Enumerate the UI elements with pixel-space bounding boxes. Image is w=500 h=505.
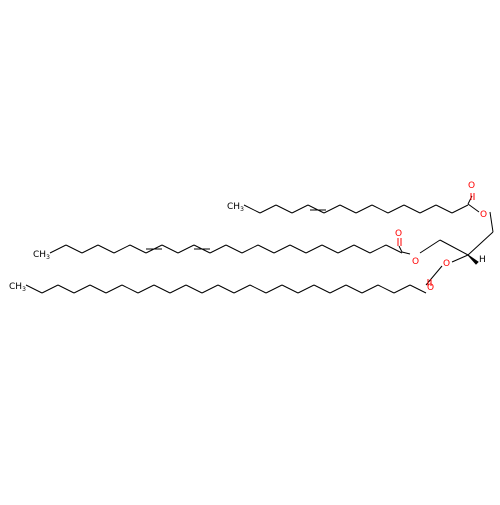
chain-top-bond [291, 204, 309, 214]
methyl-label-bottom: CH3 [9, 282, 26, 293]
chain-middle-bond [289, 244, 307, 254]
chain-middle-bond [353, 244, 371, 254]
chain-middle-bond [385, 244, 403, 254]
chain-top-bond [259, 204, 277, 214]
methyl-label-middle: CH3 [33, 250, 50, 261]
chain-bottom-bond [137, 284, 155, 294]
oxygen-ester-middle: O [412, 257, 419, 267]
oxygen-ester-bottom: O [443, 259, 450, 269]
chain-middle-bond [305, 244, 323, 254]
chain-middle-bond [273, 244, 291, 254]
chain-top-bond [371, 204, 389, 214]
oxygen-carbonyl-top: O [468, 181, 475, 191]
glycerol-bond [439, 239, 469, 256]
chain-bottom-bond [153, 284, 171, 294]
chain-middle-bond [97, 244, 115, 254]
chain-top-bond [323, 204, 341, 214]
chain-middle-bond [49, 244, 67, 254]
chain-top-bond [387, 204, 405, 214]
chain-middle-bond [129, 244, 147, 254]
ester-bond-bottom [425, 265, 443, 286]
chain-bottom-bond [297, 284, 315, 294]
chain-bottom-bond [281, 284, 299, 294]
chain-top-bond [451, 204, 469, 214]
oxygen-carbonyl-middle: O [395, 229, 402, 239]
chain-top-bond [419, 204, 437, 214]
chain-middle-bond [257, 244, 275, 254]
chain-bottom-bond [121, 284, 139, 294]
chain-bottom-bond [201, 284, 219, 294]
chain-bottom-bond [329, 284, 347, 294]
chain-middle-bond [241, 244, 259, 254]
chain-bottom-bond [233, 284, 251, 294]
chain-bottom-bond [25, 284, 43, 294]
methyl-label-top: CH3 [227, 202, 244, 213]
chain-top-bond [403, 204, 421, 214]
chain-bottom-bond [73, 284, 91, 294]
chain-middle-bond [177, 244, 195, 254]
chain-top-bond [307, 204, 325, 214]
chain-middle-bond [369, 244, 387, 254]
chain-bottom-bond [393, 284, 411, 294]
chain-bottom-bond [345, 284, 363, 294]
chain-bottom-bond [57, 284, 75, 294]
ester-bond-middle [401, 251, 411, 255]
chain-bottom-bond [185, 284, 203, 294]
chain-top-bond [435, 204, 453, 214]
chain-middle-bond [161, 244, 179, 254]
chain-bottom-bond [169, 284, 187, 294]
chain-bottom-bond [361, 284, 379, 294]
oxygen-carbonyl-bottom: O [427, 283, 434, 293]
chain-bottom-bond [409, 284, 427, 294]
chain-bottom-bond [105, 284, 123, 294]
chain-top-bond [275, 204, 293, 214]
chain-bottom-bond [217, 284, 235, 294]
chain-bottom-bond [41, 284, 59, 294]
chain-middle-bond [81, 244, 99, 254]
stereo-wedge-bond [467, 254, 479, 265]
chain-bottom-bond [377, 284, 395, 294]
chain-top-bond [355, 204, 373, 214]
chain-middle-bond [225, 244, 243, 254]
glycerol-bond [489, 211, 494, 233]
ester-bond-top [467, 203, 480, 213]
oxygen-ester-top: O [480, 210, 487, 220]
chain-bottom-bond [249, 284, 267, 294]
ester-bond-bottom [451, 254, 469, 263]
chain-bottom-bond [89, 284, 107, 294]
chain-middle-bond [321, 244, 339, 254]
chain-middle-bond [65, 244, 83, 254]
glycerol-bond [467, 231, 494, 256]
chain-bottom-bond [313, 284, 331, 294]
hydrogen-stereocenter: H [479, 255, 486, 265]
carbonyl-c-middle [398, 245, 403, 253]
chain-middle-bond [337, 244, 355, 254]
chain-top-bond [339, 204, 357, 214]
chain-top-bond [243, 204, 261, 214]
chain-bottom-bond [265, 284, 283, 294]
ester-bond-middle [419, 239, 441, 254]
chain-middle-bond [209, 244, 227, 254]
chain-middle-bond [113, 244, 131, 254]
